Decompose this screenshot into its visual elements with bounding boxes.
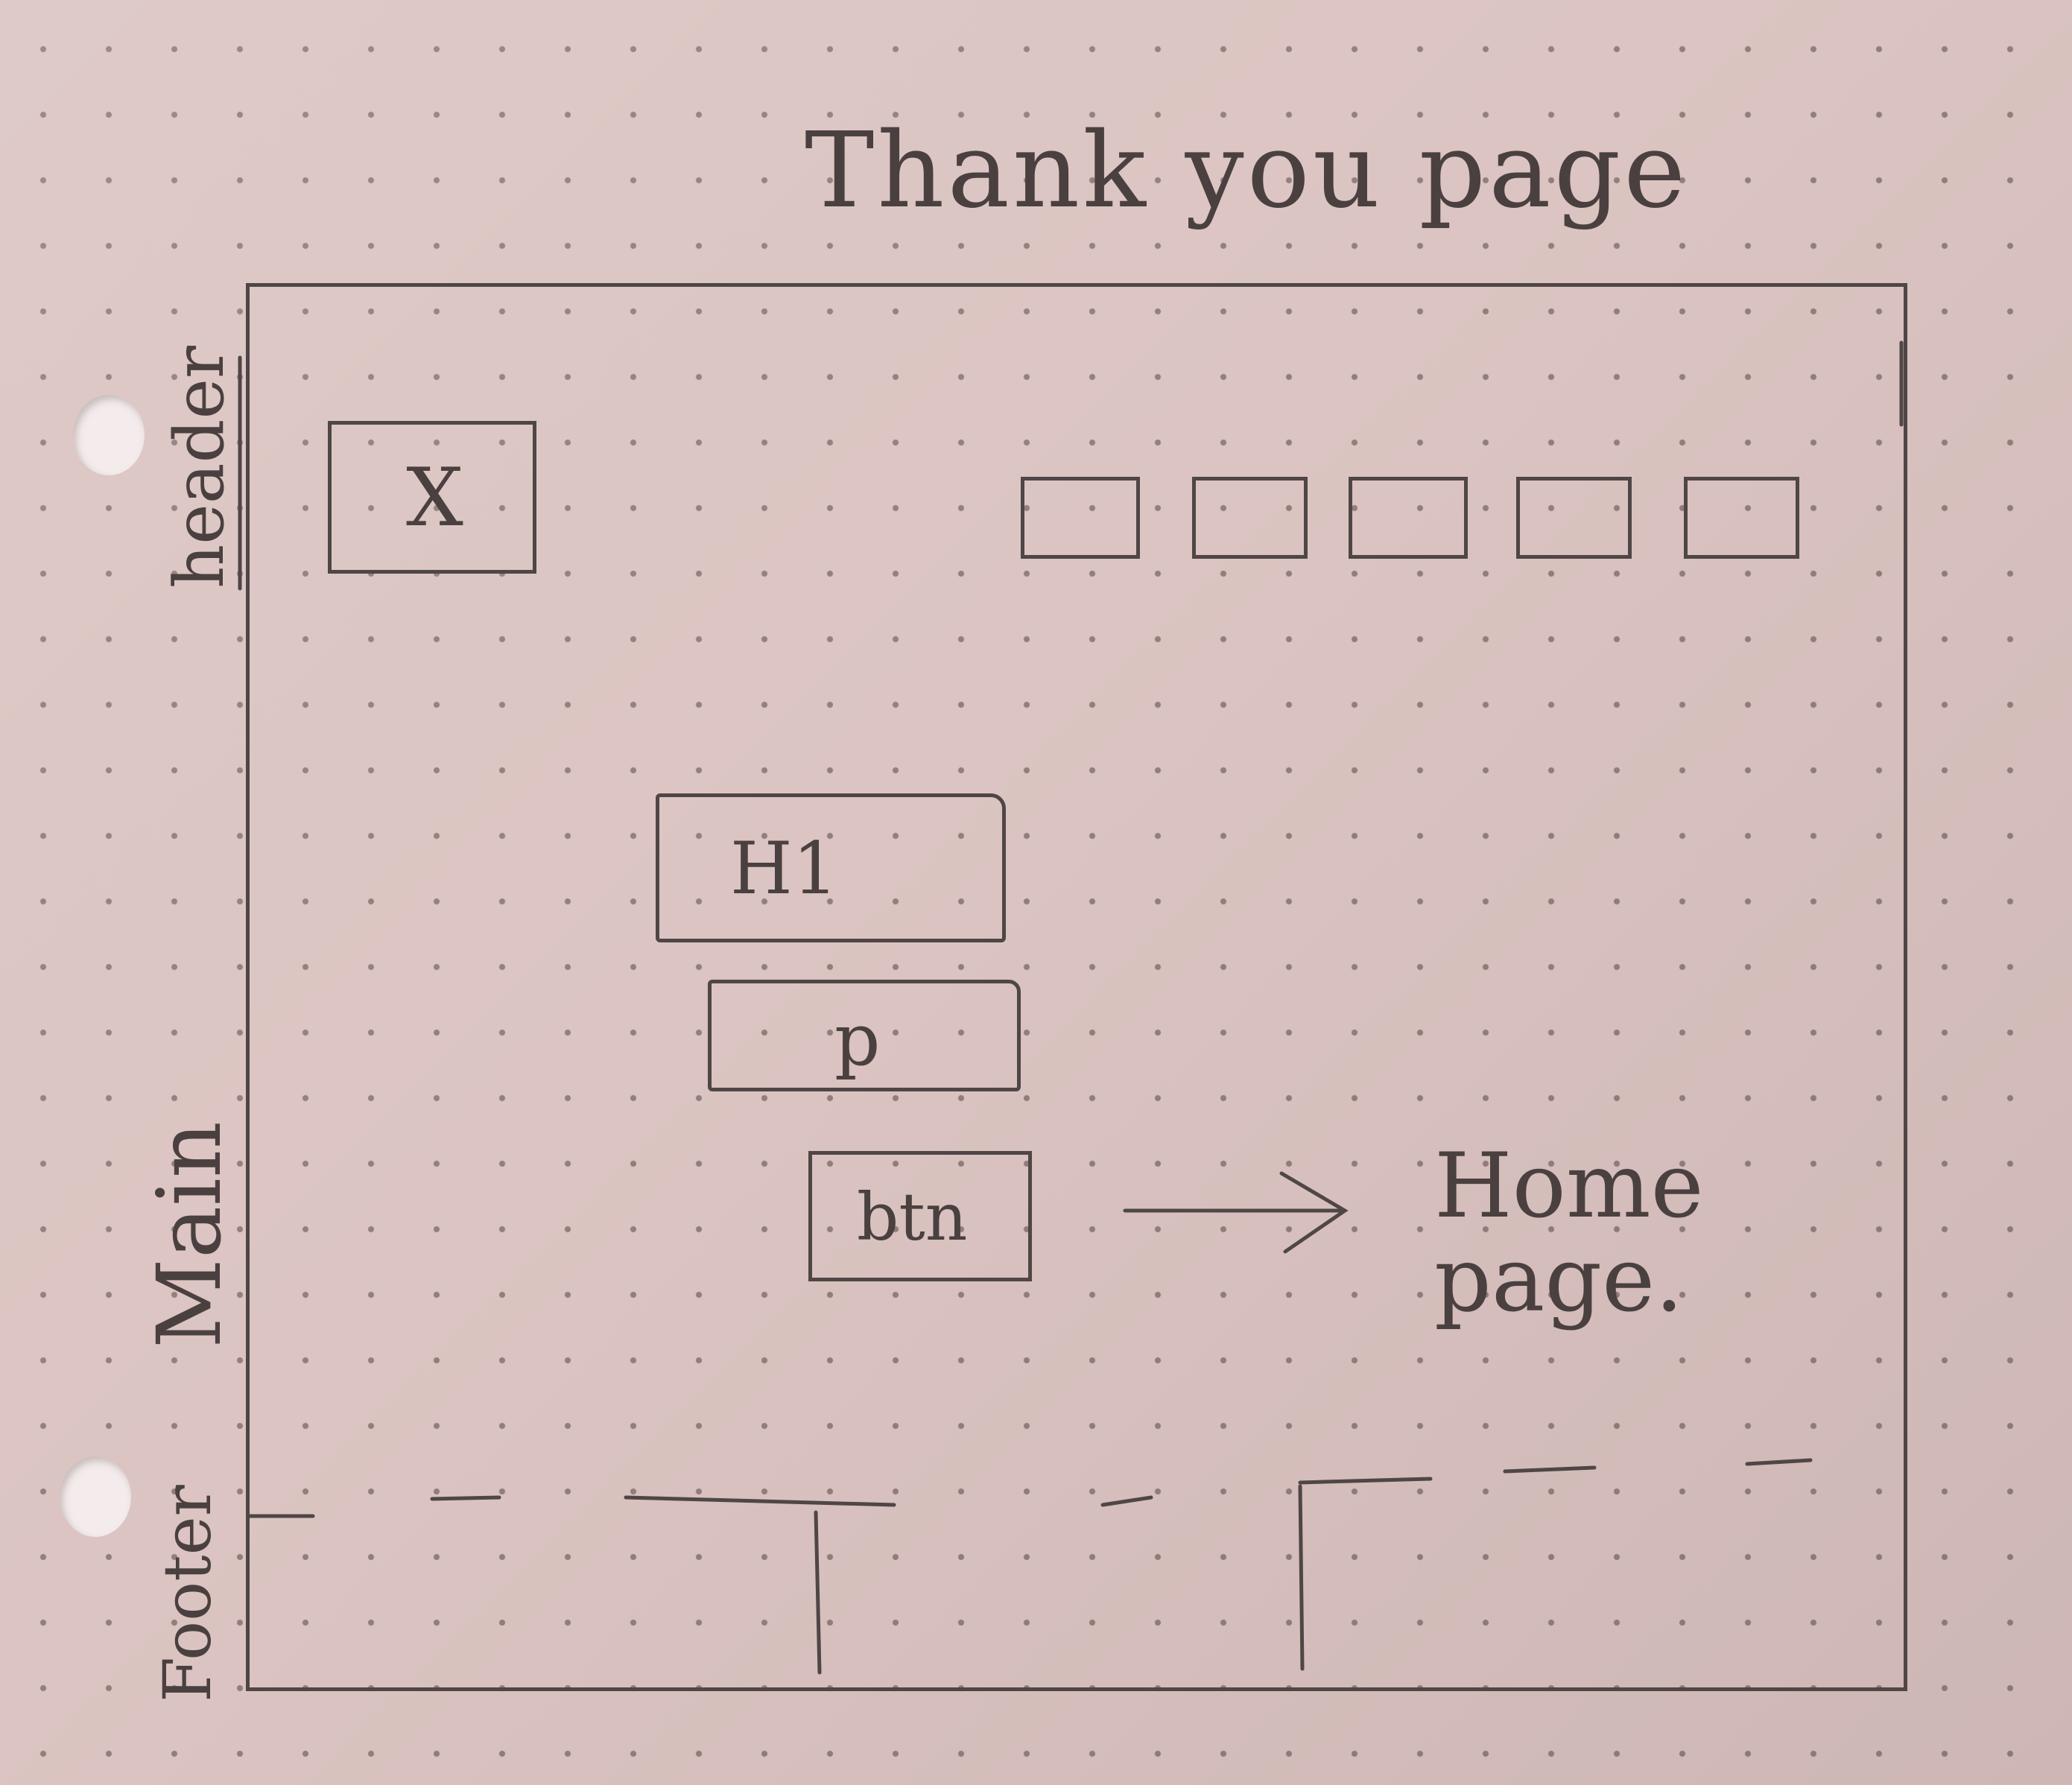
arrow-head [1279,1171,1349,1254]
punch-hole-top [73,395,145,475]
paragraph-placeholder: p [708,980,1021,1091]
heading-placeholder: H1 [656,793,1006,942]
footer-divider-tick-3 [1100,1495,1153,1507]
nav-item-4[interactable] [1516,477,1632,559]
logo-placeholder: X [328,421,536,574]
punch-hole-bottom [60,1456,131,1537]
home-button[interactable]: btn [808,1151,1032,1281]
footer-divider-tick-6 [1745,1458,1813,1466]
button-text: btn [857,1179,968,1255]
nav-item-5[interactable] [1684,477,1799,559]
footer-divider-tick-4 [1298,1477,1433,1485]
nav-item-1[interactable] [1021,477,1140,559]
footer-divider-tick-2 [624,1495,896,1507]
footer-column-line-1 [814,1510,822,1675]
footer-divider-tick-5 [1503,1465,1597,1474]
logo-mark: X [406,451,463,545]
heading-text: H1 [730,827,838,910]
wireframe-frame [246,283,1907,1691]
paragraph-text: p [834,998,881,1082]
page-title: Thank you page [805,110,1689,232]
home-page-annotation: Home page. [1434,1135,1704,1332]
nav-item-3[interactable] [1349,477,1468,559]
nav-item-2[interactable] [1192,477,1308,559]
footer-divider-tick-1 [430,1495,501,1501]
footer-column-line-2 [1298,1484,1305,1671]
